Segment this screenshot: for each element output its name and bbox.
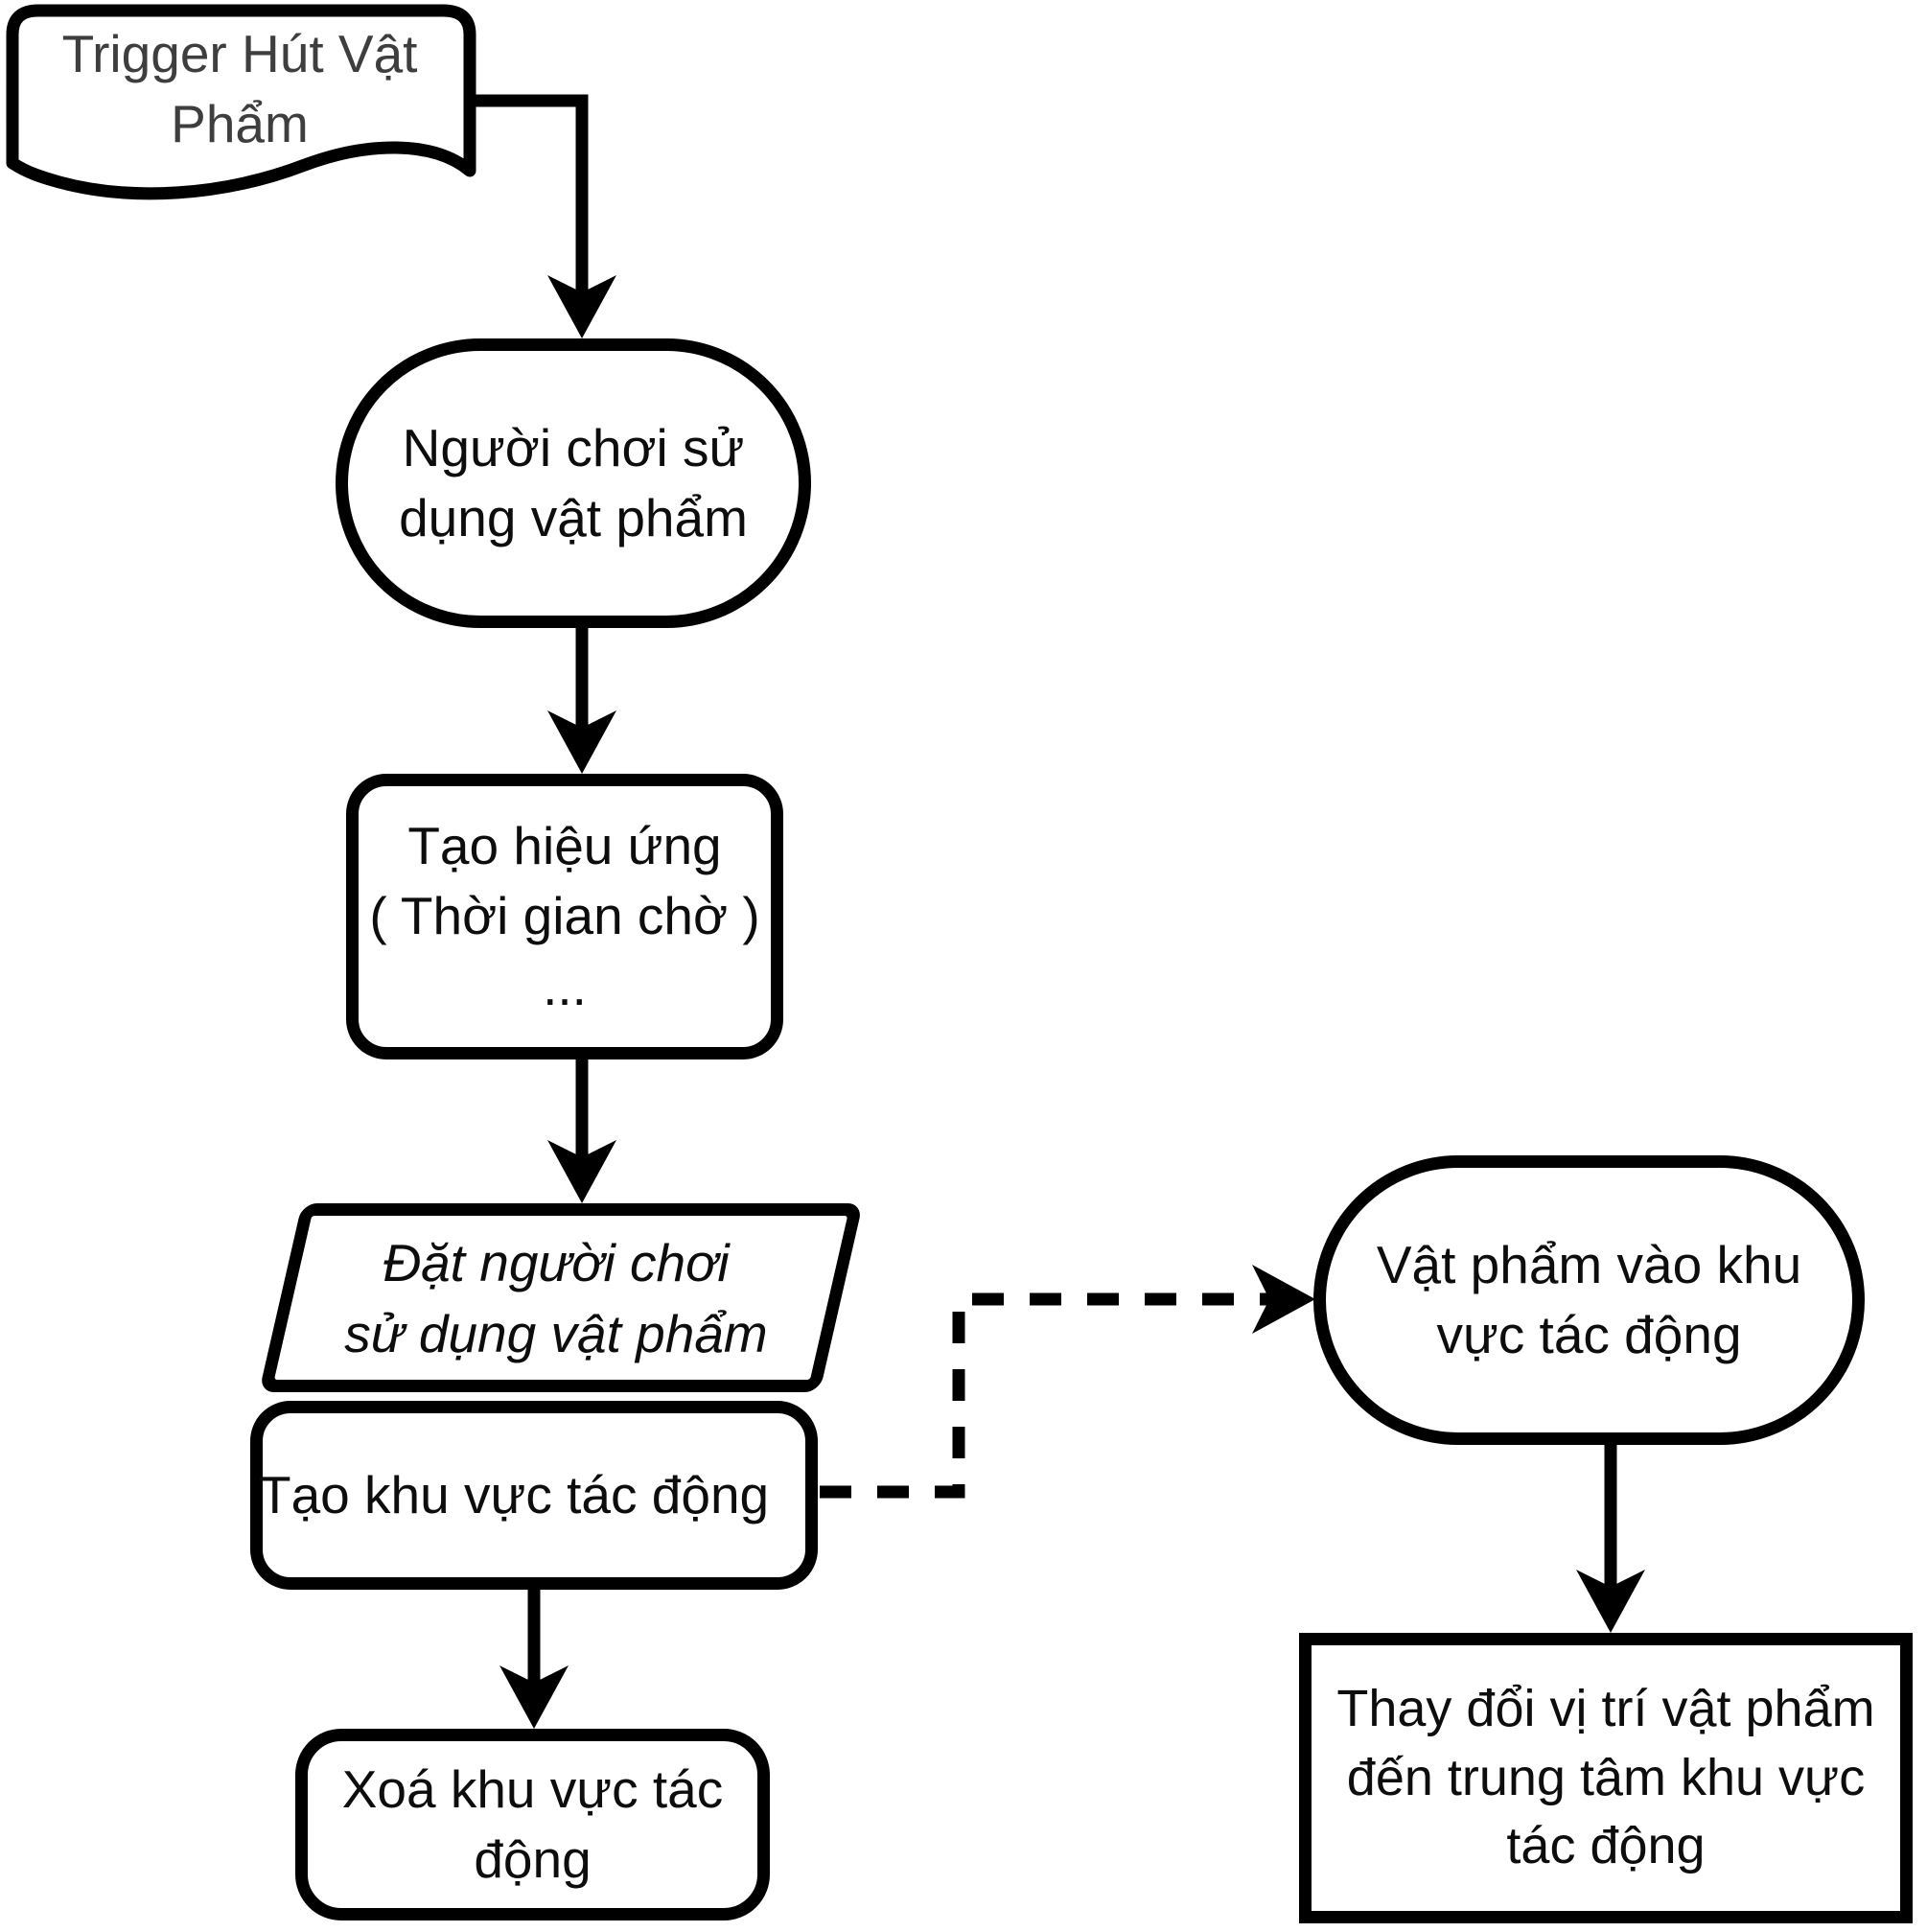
arrowhead-into-player (547, 275, 616, 338)
arrowhead-into-place (547, 1140, 616, 1203)
node-trigger-document-label: Trigger Hút Vật Phẩm (29, 17, 451, 161)
delete-zone-text: Xoá khu vực tác động (341, 1758, 724, 1889)
create-zone-text: Tạo khu vực tác động (259, 1464, 770, 1525)
node-item-enter-zone: Vật phẩm vào khu vực tác động (1313, 1155, 1865, 1445)
node-place-player-label: Đặt người chơi sử dụng vật phẩm (288, 1210, 824, 1387)
arrowhead-into-move (1576, 1570, 1645, 1633)
node-player-use-item: Người chơi sử dụng vật phẩm (336, 338, 811, 628)
create-effect-text: Tạo hiệu ứng ( Thời gian chờ ) ... (369, 816, 760, 1016)
connector-zone-to-item-dashed (820, 1292, 1269, 1499)
node-create-effect: Tạo hiệu ứng ( Thời gian chờ ) ... (346, 774, 783, 1059)
trigger-text: Trigger Hút Vật Phẩm (61, 23, 418, 153)
player-use-text: Người chơi sử dụng vật phẩm (399, 417, 748, 547)
move-item-text: Thay đổi vị trí vật phẩm đến trung tâm k… (1336, 1679, 1875, 1875)
arrowhead-into-item (1252, 1265, 1315, 1334)
arrowhead-into-effect (547, 710, 616, 774)
node-create-zone: Tạo khu vực tác động (250, 1401, 818, 1590)
trigger-document-shape (6, 4, 476, 200)
node-move-item: Thay đổi vị trí vật phẩm đến trung tâm k… (1299, 1633, 1913, 1923)
node-delete-zone: Xoá khu vực tác động (295, 1729, 770, 1920)
item-enter-zone-text: Vật phẩm vào khu vực tác động (1376, 1234, 1802, 1364)
arrowhead-into-delete (499, 1665, 569, 1729)
connector-trigger-to-player (470, 94, 589, 292)
place-player-text: Đặt người chơi sử dụng vật phẩm (344, 1233, 768, 1363)
